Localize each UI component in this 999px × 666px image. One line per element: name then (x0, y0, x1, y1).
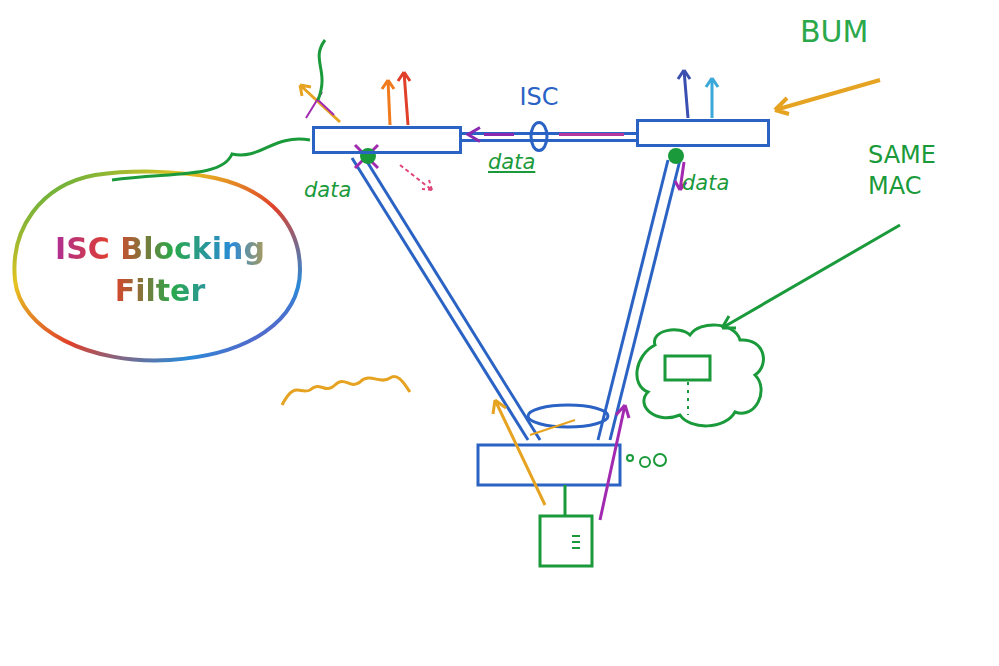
block-cross (355, 145, 378, 168)
lag-ellipse (531, 123, 547, 151)
filter-cloud (14, 172, 300, 361)
note-label: data (488, 150, 535, 174)
server-marks (572, 536, 580, 548)
server-box (540, 516, 592, 566)
port-label: data (682, 171, 729, 195)
thought-dot (640, 457, 650, 467)
isc-link (462, 123, 636, 151)
filter-leader (318, 40, 325, 100)
uplink-line (598, 160, 668, 440)
port-label: data (304, 178, 351, 202)
port-dot (360, 148, 376, 164)
thought-dot (627, 455, 633, 461)
blocked-arrow (400, 165, 432, 190)
flow-arrow (600, 405, 629, 520)
flood-arrow (398, 72, 410, 125)
squiggle (282, 376, 410, 405)
leader-line (112, 139, 310, 180)
flow-arrow (493, 400, 545, 505)
thought-dot (654, 454, 666, 466)
filter-cloud-node: ISC Blocking Filter (40, 228, 280, 312)
filter-leader (112, 139, 310, 180)
uplink-line (366, 160, 540, 440)
callout-arrow (722, 225, 900, 328)
bum-arrow (775, 80, 880, 114)
flow-line (559, 133, 624, 136)
thought-cloud (637, 325, 764, 426)
flood-arrow (382, 80, 394, 125)
uplink-line (352, 158, 528, 440)
port-dot (668, 148, 684, 164)
switch-box (478, 445, 620, 485)
mac-box (665, 356, 710, 380)
note-label: SAME MAC (868, 140, 968, 202)
link-line (462, 139, 636, 142)
server-link (564, 485, 567, 516)
flood-arrow (678, 70, 690, 118)
flow-line (484, 133, 514, 136)
arrow-head (468, 128, 480, 142)
flow-arrow (530, 420, 575, 435)
link-label: ISC (517, 83, 560, 111)
filter-label: ISC Blocking Filter (40, 228, 280, 312)
link-line (462, 132, 636, 135)
switch-node: data (636, 119, 770, 195)
switch-box (312, 126, 462, 154)
note-label: BUM (800, 14, 868, 49)
dotted-line (687, 382, 689, 415)
flood-arrow (706, 78, 718, 118)
switch-box (636, 119, 770, 147)
lag-ellipse (528, 405, 608, 427)
switch-node: data (312, 126, 462, 202)
